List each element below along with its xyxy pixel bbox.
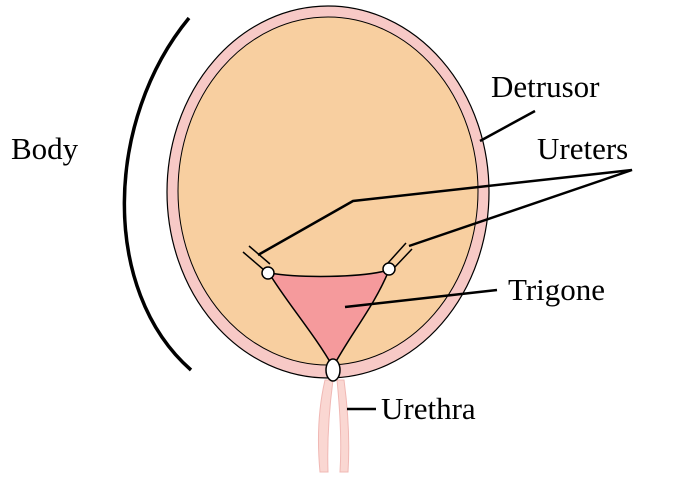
detrusor-leader [480, 111, 535, 141]
ureter-right-orifice [383, 263, 395, 275]
ureter-left-orifice [262, 267, 274, 279]
label-urethra: Urethra [381, 391, 476, 426]
urethra-tube-right [337, 380, 349, 472]
label-trigone: Trigone [508, 272, 605, 307]
urethra-tube-left [318, 380, 333, 472]
urethra-orifice [326, 359, 340, 381]
label-body: Body [11, 131, 79, 166]
label-detrusor: Detrusor [491, 69, 600, 104]
label-ureters: Ureters [537, 131, 628, 166]
